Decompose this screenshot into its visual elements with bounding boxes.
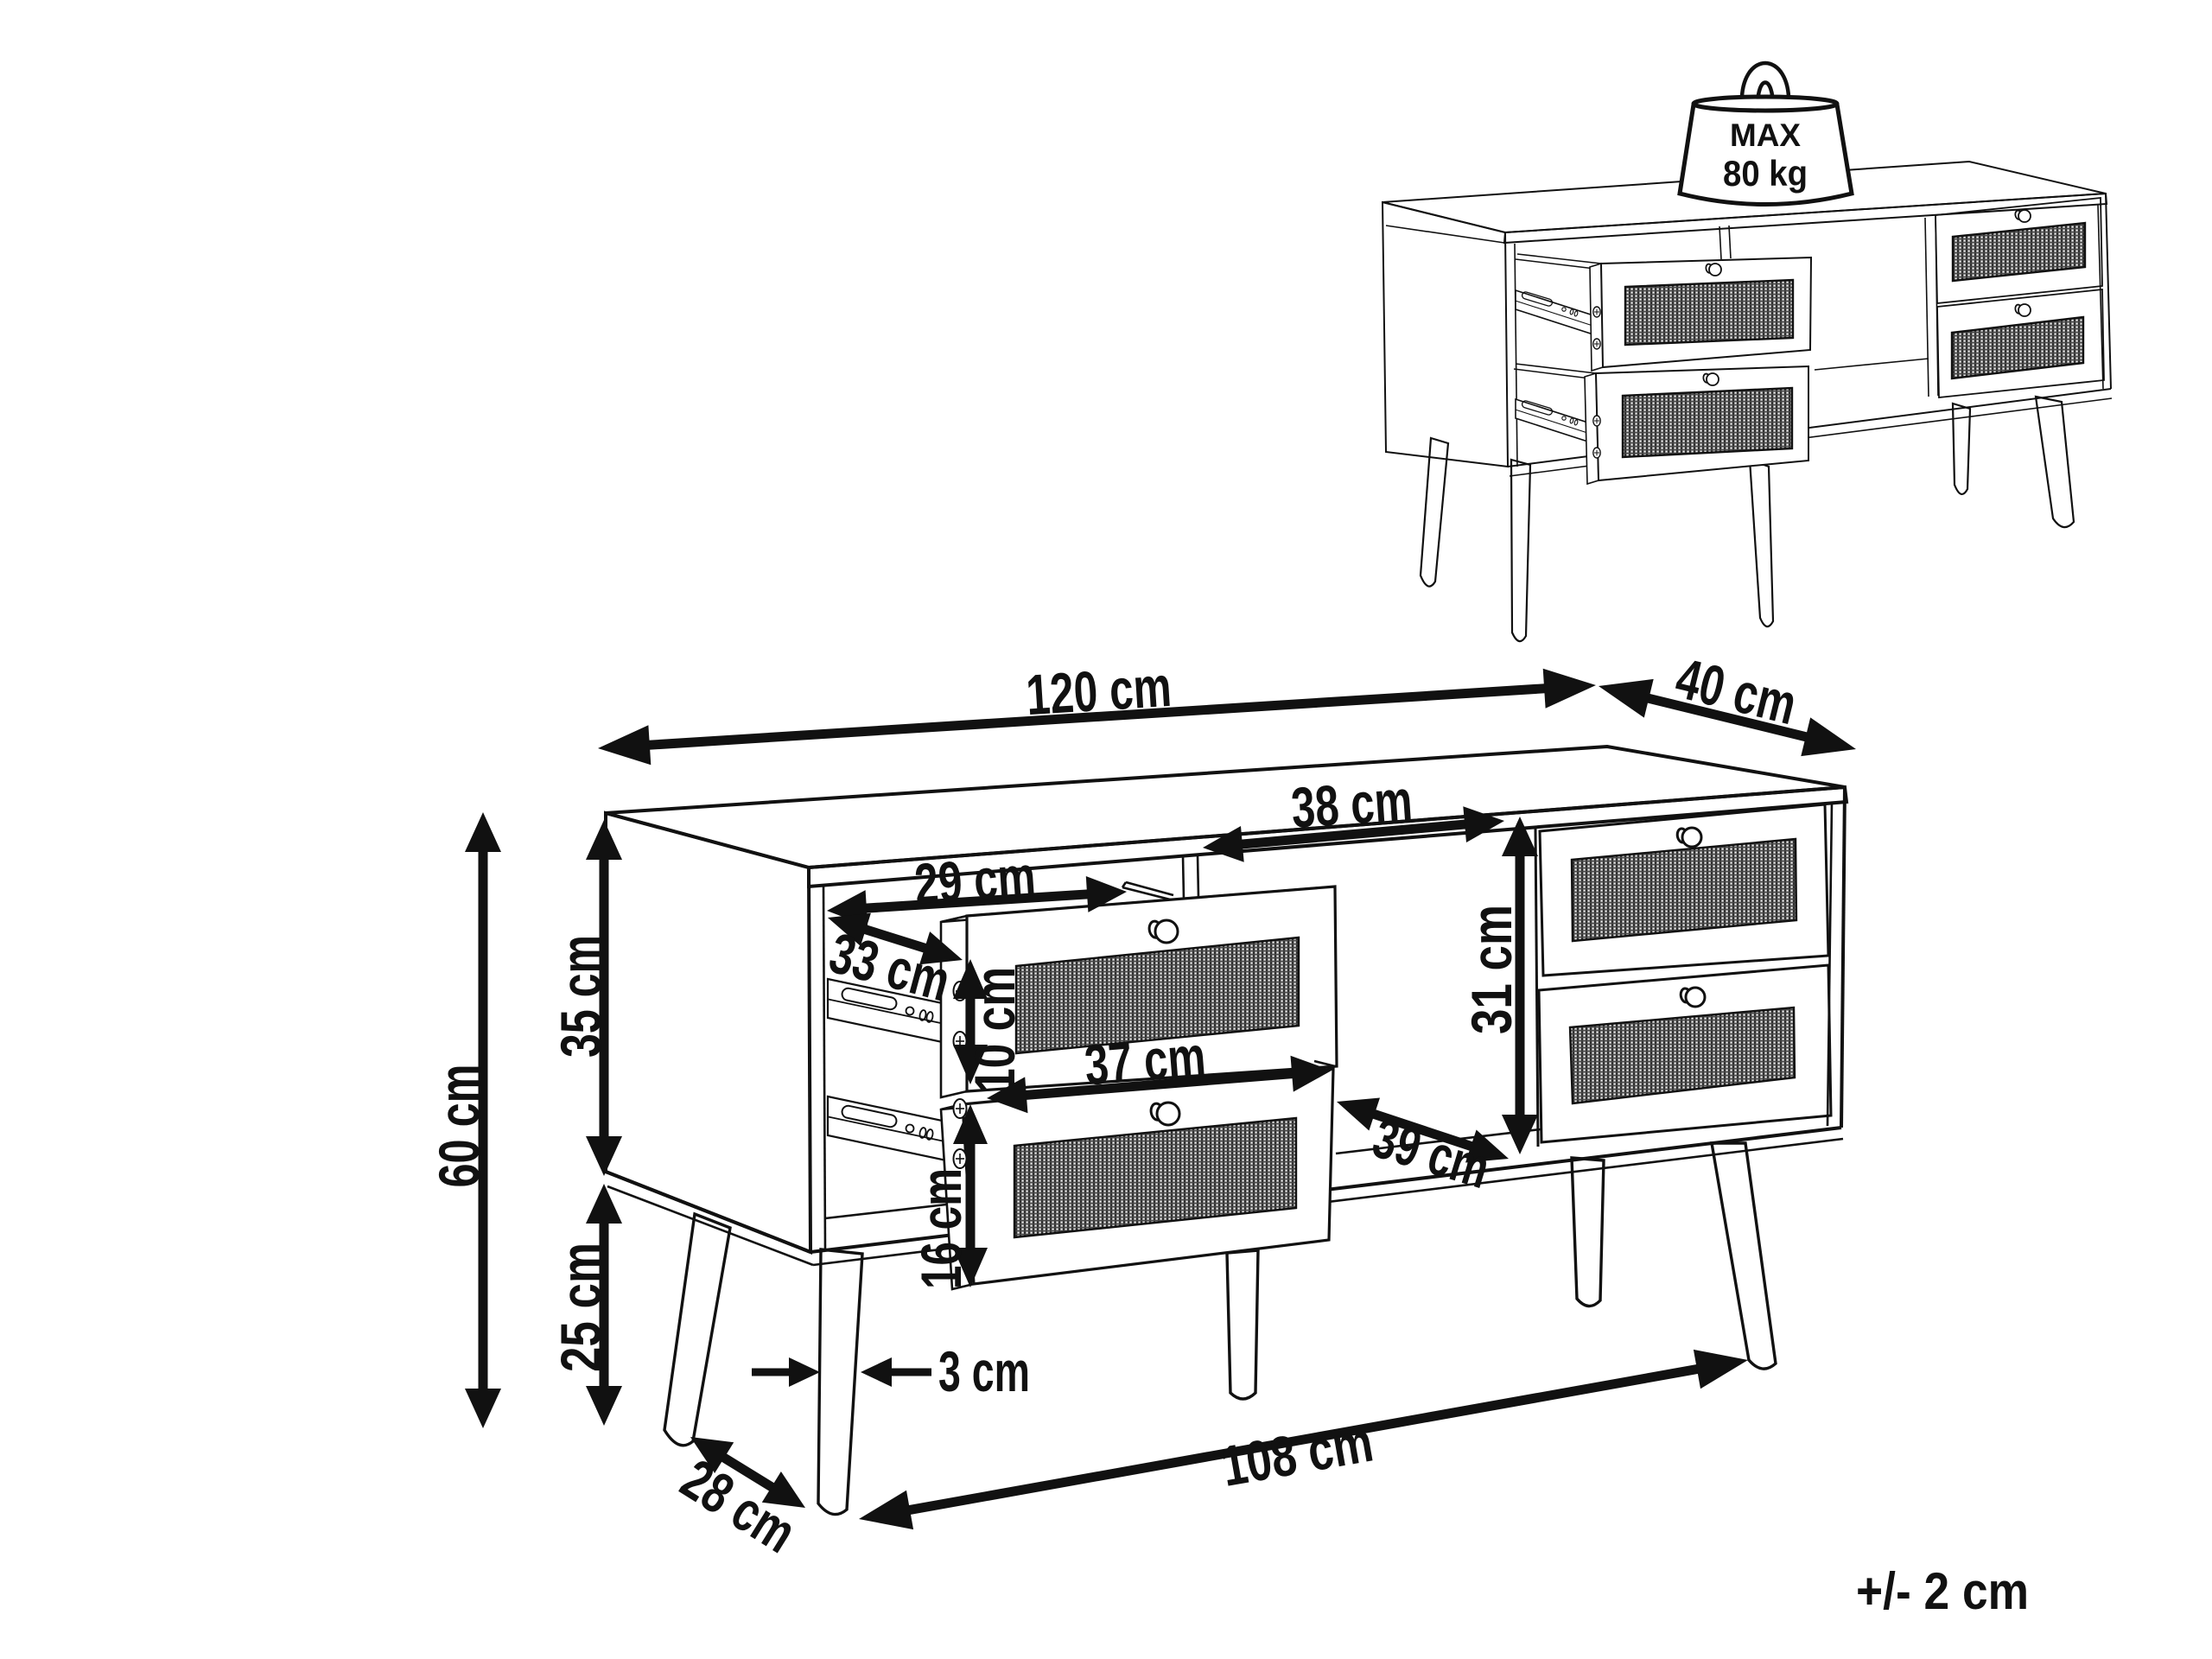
svg-text:31 cm: 31 cm [1459,905,1523,1034]
svg-text:120 cm: 120 cm [1024,654,1173,727]
svg-text:+/- 2 cm: +/- 2 cm [1856,1562,2029,1620]
svg-text:16 cm: 16 cm [909,1168,973,1289]
svg-text:3 cm: 3 cm [938,1339,1030,1403]
svg-text:35 cm: 35 cm [549,935,613,1058]
svg-text:10 cm: 10 cm [963,967,1027,1093]
svg-text:37 cm: 37 cm [1083,1024,1208,1097]
svg-text:38 cm: 38 cm [1289,767,1414,840]
svg-text:80 kg: 80 kg [1723,153,1808,194]
svg-text:29 cm: 29 cm [912,843,1038,916]
svg-text:MAX: MAX [1730,118,1801,153]
svg-text:60 cm: 60 cm [427,1065,491,1188]
svg-text:25 cm: 25 cm [549,1243,613,1372]
